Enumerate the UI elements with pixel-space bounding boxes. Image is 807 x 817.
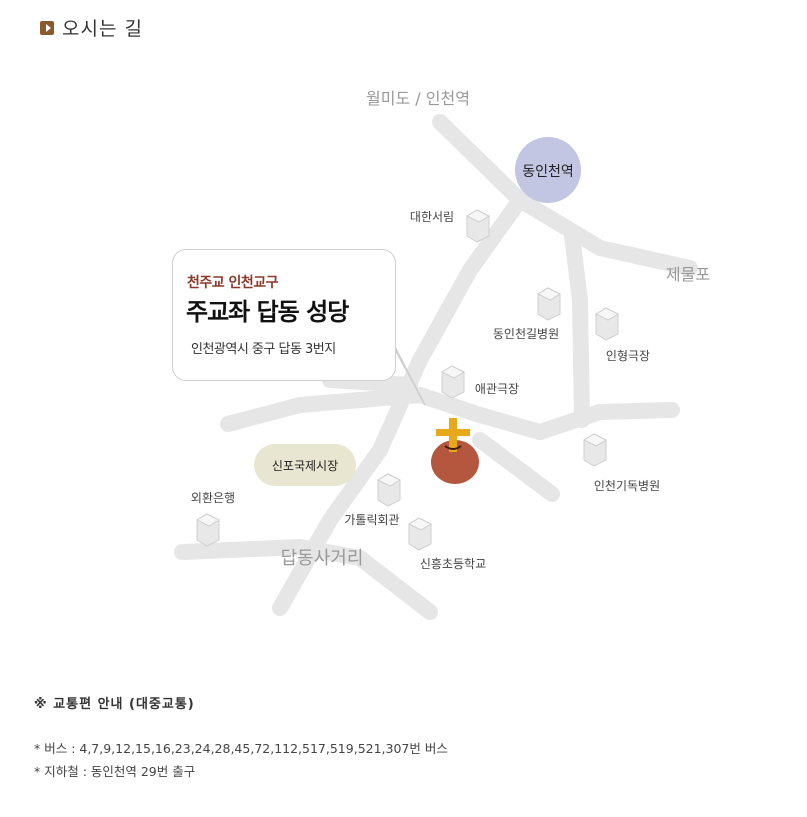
- station-label: 동인천역: [522, 164, 574, 180]
- label-dapdong-intersection: 답동사거리: [281, 548, 364, 569]
- building-icon: [407, 517, 433, 551]
- road-church-east: [472, 432, 560, 502]
- diocese-name: 천주교 인천교구: [187, 275, 279, 291]
- section-header: 오시는 길: [40, 14, 143, 41]
- page-title: 오시는 길: [62, 18, 143, 40]
- label-korea-exchange-bank: 외환은행: [191, 490, 235, 505]
- church-name: 주교좌 답동 성당: [186, 298, 349, 326]
- church-callout: 천주교 인천교구 주교좌 답동 성당 인천광역시 중구 답동 3번지: [172, 249, 396, 381]
- roads: [174, 114, 698, 620]
- building-icon: [465, 209, 491, 243]
- transport-title: ※ 교통편 안내 (대중교통): [34, 697, 195, 712]
- building-icon: [536, 287, 562, 321]
- label-aegwan-theater: 애관극장: [475, 382, 519, 396]
- cross-icon: [444, 445, 462, 450]
- label-sinheung-school: 신흥초등학교: [420, 557, 486, 571]
- bus-info: * 버스 : 4,7,9,12,15,16,23,24,28,45,72,112…: [34, 741, 448, 756]
- road-main-diagonal: [432, 114, 698, 276]
- road-east-vertical: [564, 228, 590, 428]
- building-icon: [195, 513, 221, 547]
- label-daehanseorim: 대한서림: [410, 210, 454, 224]
- market-label: 신포국제시장: [272, 459, 338, 473]
- building-icon: [594, 307, 620, 341]
- transport-list: * 버스 : 4,7,9,12,15,16,23,24,28,45,72,112…: [34, 738, 448, 780]
- location-map: 동인천역 신포국제시장 월미도 / 인천역 대한서림 제물포 동인천길병원 인형…: [174, 89, 710, 620]
- building-icon: [440, 365, 466, 399]
- label-inhyeong-theater: 인형극장: [606, 349, 650, 363]
- label-dongincheon-hospital: 동인천길병원: [493, 326, 559, 341]
- building-icon: [582, 433, 608, 467]
- church-address: 인천광역시 중구 답동 3번지: [191, 342, 336, 357]
- building-markers: [195, 209, 620, 551]
- label-incheon-christian-hospital: 인천기독병원: [594, 478, 660, 493]
- label-catholic-hall: 가톨릭회관: [344, 513, 399, 527]
- label-jemulpo: 제물포: [666, 265, 710, 284]
- arrow-bullet-icon: [40, 20, 54, 35]
- transport-info: ※ 교통편 안내 (대중교통) * 버스 : 4,7,9,12,15,16,23…: [34, 693, 448, 780]
- road-dapdong-west: [174, 539, 438, 620]
- building-icon: [376, 473, 402, 507]
- church-marker: [431, 418, 479, 484]
- road-north-south: [272, 192, 528, 616]
- road-east-west: [220, 387, 680, 440]
- dongincheon-station-marker: [515, 137, 581, 203]
- subway-info: * 지하철 : 동인천역 29번 출구: [34, 764, 196, 779]
- label-wolmido: 월미도 / 인천역: [366, 89, 470, 108]
- sinpo-market-marker: [254, 444, 356, 486]
